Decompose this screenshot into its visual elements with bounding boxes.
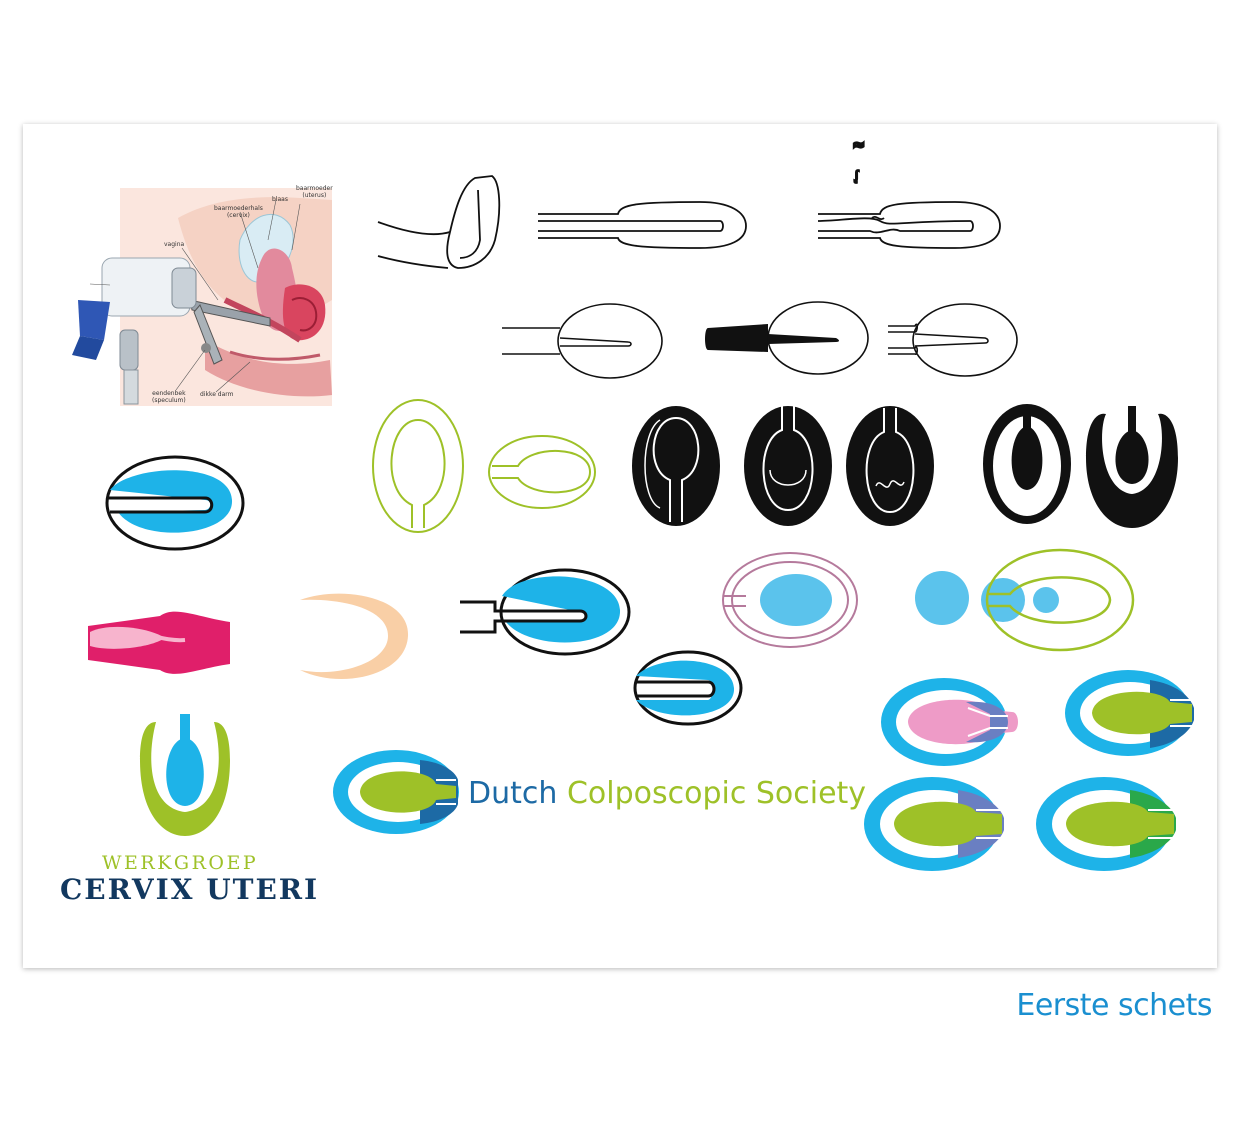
variant-pink: [881, 678, 1018, 766]
dcs-logo-text: Dutch Colposcopic Society: [468, 776, 866, 811]
sketch-green-vertical-keyhole: [372, 399, 464, 533]
dcs-word-dutch: Dutch: [468, 776, 558, 811]
sketch-oval-with-stem-1: [502, 303, 663, 379]
sketch-hand-cervix: [377, 175, 501, 269]
werkgroep-line2: CERVIX UTERI: [60, 873, 320, 906]
sketch-green-horizontal-keyhole: [488, 435, 596, 509]
sketch-black-ring-pair: [983, 404, 1178, 528]
dcs-mark: [333, 750, 459, 834]
cyan-oval-mark-3: [633, 650, 743, 726]
svg-text:ᶘ: ᶘ: [854, 168, 859, 184]
svg-text:≈: ≈: [852, 135, 865, 154]
variant-periwinkle: [864, 777, 1004, 871]
anatomy-illustration: [72, 188, 332, 406]
label-speculum: eendenbek (speculum): [152, 390, 186, 404]
caption-eerste-schets: Eerste schets: [1016, 988, 1212, 1023]
peach-crescent-shape: [300, 593, 409, 680]
werkgroep-line1: WERKGROEP: [102, 852, 259, 874]
werkgroep-mark: [140, 714, 230, 836]
label-cervix: baarmoederhals (cervix): [214, 205, 263, 219]
label-bladder: blaas: [272, 196, 288, 203]
variant-green: [1036, 777, 1176, 871]
cyan-dots-green-oval: [915, 548, 1135, 652]
label-vagina: vagina: [164, 241, 185, 248]
variant-navy: [1065, 670, 1194, 756]
sketch-cervix-outline-2: ≈ ᶘ: [817, 134, 1001, 249]
sketch-oval-with-black-stem: [705, 301, 869, 375]
sketch-black-ovals: [632, 406, 934, 526]
cyan-oval-mark-1: [105, 455, 245, 551]
mauve-keyhole-oval: [722, 552, 858, 648]
sketch-cervix-outline-1: [538, 201, 747, 249]
label-uterus: baarmoeder (uterus): [296, 185, 333, 199]
cyan-oval-mark-2: [460, 568, 631, 656]
label-colon: dikke darm: [200, 391, 234, 398]
sketch-oval-with-stem-2: [888, 303, 1018, 377]
dcs-word-colposcopic-society: Colposcopic Society: [566, 776, 867, 811]
pink-cervix-shape: [88, 611, 230, 674]
